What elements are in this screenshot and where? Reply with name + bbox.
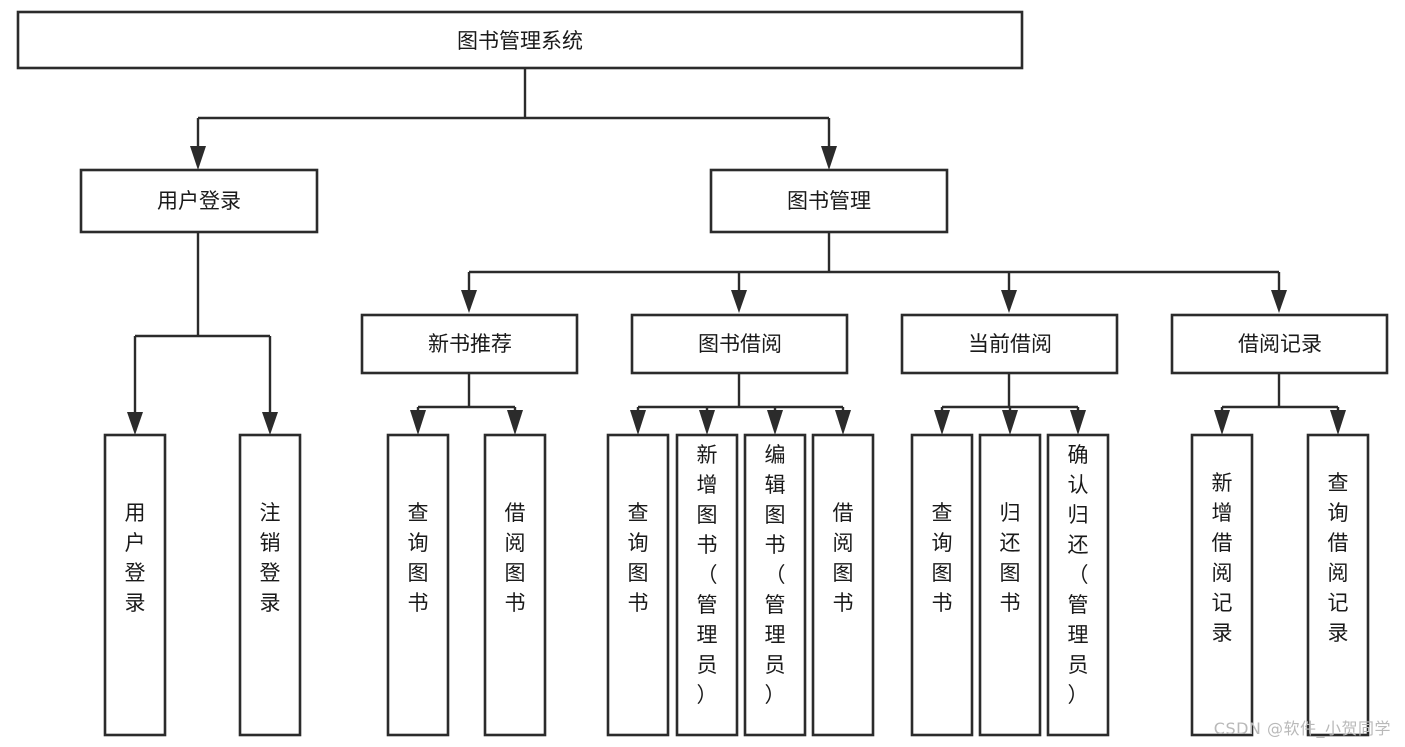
node-book-management[interactable]: 图书管理 — [709, 168, 949, 234]
arrowhead-leaf-edit-book — [767, 410, 783, 435]
node-leaf-query-record-box[interactable] — [1306, 433, 1370, 737]
arrowhead-leaf-query-book-2 — [630, 410, 646, 435]
arrowhead-leaf-query-book-1 — [410, 410, 426, 435]
node-leaf-query-book-3[interactable]: 查询图书 — [910, 433, 974, 737]
node-leaf-add-book-label: 新增图书（管理员） — [697, 443, 718, 707]
arrowhead-current-borrow — [1001, 290, 1017, 313]
connector-group-borrow-record — [1214, 373, 1346, 435]
node-leaf-edit-book-box[interactable] — [743, 433, 807, 737]
arrowhead-leaf-borrow-book-2 — [835, 410, 851, 435]
connector-group-user-login — [127, 232, 278, 435]
node-leaf-user-login-label: 用户登录 — [125, 501, 146, 615]
arrowhead-leaf-user-logout — [262, 412, 278, 435]
node-current-borrow-box[interactable] — [900, 313, 1119, 375]
node-leaf-return-book-box[interactable] — [978, 433, 1042, 737]
node-borrow-record-box[interactable] — [1170, 313, 1389, 375]
connector-group-current-borrow — [934, 373, 1086, 435]
node-user-login[interactable]: 用户登录 — [79, 168, 319, 234]
node-leaf-user-logout-label: 注销登录 — [260, 501, 281, 615]
node-new-book-recommend[interactable]: 新书推荐 — [360, 313, 579, 375]
node-leaf-borrow-book-1[interactable]: 借阅图书 — [483, 433, 547, 737]
node-borrow-record-label: 借阅记录 — [1238, 332, 1322, 356]
node-borrow-record[interactable]: 借阅记录 — [1170, 313, 1389, 375]
node-leaf-user-logout[interactable]: 注销登录 — [238, 433, 302, 737]
node-leaf-confirm-return-box[interactable] — [1046, 433, 1110, 737]
node-leaf-return-book[interactable]: 归还图书 — [978, 433, 1042, 737]
node-new-book-recommend-box[interactable] — [360, 313, 579, 375]
node-leaf-add-record-label: 新增借阅记录 — [1212, 471, 1233, 645]
connector-group-root — [190, 68, 837, 170]
node-current-borrow[interactable]: 当前借阅 — [900, 313, 1119, 375]
node-leaf-query-book-2-box[interactable] — [606, 433, 670, 737]
node-leaf-user-login-box[interactable] — [103, 433, 167, 737]
node-root-box[interactable] — [16, 10, 1024, 70]
node-leaf-user-logout-box[interactable] — [238, 433, 302, 737]
node-book-borrow-box[interactable] — [630, 313, 849, 375]
node-user-login-box[interactable] — [79, 168, 319, 234]
arrowhead-user-login — [190, 146, 206, 170]
arrowhead-leaf-user-login — [127, 412, 143, 435]
arrowhead-leaf-query-book-3 — [934, 410, 950, 435]
node-current-borrow-label: 当前借阅 — [968, 332, 1052, 356]
arrowhead-leaf-add-record — [1214, 410, 1230, 435]
node-leaf-query-book-2-label: 查询图书 — [628, 501, 649, 615]
node-leaf-add-record[interactable]: 新增借阅记录 — [1190, 433, 1254, 737]
node-leaf-borrow-book-1-label: 借阅图书 — [505, 501, 526, 615]
node-leaf-query-book-1[interactable]: 查询图书 — [386, 433, 450, 737]
node-leaf-borrow-book-2-box[interactable] — [811, 433, 875, 737]
node-leaf-query-book-1-box[interactable] — [386, 433, 450, 737]
arrowhead-leaf-add-book — [699, 410, 715, 435]
node-leaf-return-book-label: 归还图书 — [1000, 501, 1021, 615]
node-root-label: 图书管理系统 — [457, 29, 583, 53]
node-leaf-query-record[interactable]: 查询借阅记录 — [1306, 433, 1370, 737]
node-book-borrow[interactable]: 图书借阅 — [630, 313, 849, 375]
node-root[interactable]: 图书管理系统 — [16, 10, 1024, 70]
node-leaf-query-book-1-label: 查询图书 — [408, 501, 429, 615]
arrowhead-leaf-query-record — [1330, 410, 1346, 435]
arrowhead-leaf-return-book — [1002, 410, 1018, 435]
node-leaf-edit-book[interactable]: 编辑图书（管理员） — [743, 433, 807, 737]
node-leaf-borrow-book-1-box[interactable] — [483, 433, 547, 737]
node-leaf-add-book-box[interactable] — [675, 433, 739, 737]
arrowhead-new-book-recommend — [461, 290, 477, 313]
node-leaf-add-record-box[interactable] — [1190, 433, 1254, 737]
node-book-management-label: 图书管理 — [787, 189, 871, 213]
connector-group-book-borrow — [630, 373, 851, 435]
arrowhead-leaf-confirm-return — [1070, 410, 1086, 435]
node-new-book-recommend-label: 新书推荐 — [428, 332, 512, 356]
connector-group-new-book-recommend — [410, 373, 523, 435]
node-leaf-query-book-3-label: 查询图书 — [932, 501, 953, 615]
arrowhead-book-management — [821, 146, 837, 170]
node-leaf-query-book-2[interactable]: 查询图书 — [606, 433, 670, 737]
node-leaf-user-login[interactable]: 用户登录 — [103, 433, 167, 737]
node-leaf-query-book-3-box[interactable] — [910, 433, 974, 737]
node-leaf-query-record-label: 查询借阅记录 — [1328, 471, 1349, 645]
node-book-borrow-label: 图书借阅 — [698, 332, 782, 356]
node-leaf-confirm-return-label: 确认归还（管理员） — [1068, 443, 1089, 707]
node-leaf-add-book[interactable]: 新增图书（管理员） — [675, 433, 739, 737]
arrowhead-borrow-record — [1271, 290, 1287, 313]
node-book-management-box[interactable] — [709, 168, 949, 234]
watermark-label: CSDN @软件_小贺同学 — [1213, 719, 1391, 738]
node-leaf-edit-book-label: 编辑图书（管理员） — [765, 443, 786, 707]
node-leaf-borrow-book-2[interactable]: 借阅图书 — [811, 433, 875, 737]
arrowhead-leaf-borrow-book-1 — [507, 410, 523, 435]
node-leaf-borrow-book-2-label: 借阅图书 — [833, 501, 854, 615]
node-user-login-label: 用户登录 — [157, 189, 241, 213]
node-leaf-confirm-return[interactable]: 确认归还（管理员） — [1046, 433, 1110, 737]
connector-group-book-management — [461, 232, 1287, 313]
arrowhead-book-borrow — [731, 290, 747, 313]
